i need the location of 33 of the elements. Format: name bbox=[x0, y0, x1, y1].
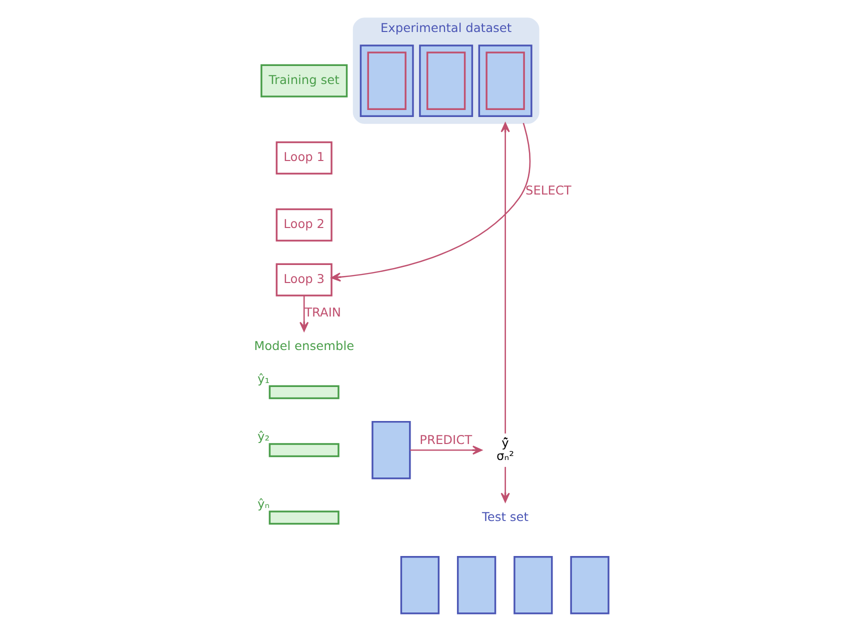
arrow bbox=[500, 466, 510, 503]
node-box bbox=[400, 556, 440, 614]
node-box bbox=[426, 52, 466, 110]
node-bar bbox=[268, 443, 339, 458]
node-box: Training set bbox=[260, 64, 348, 98]
node-text: Test set bbox=[482, 510, 528, 524]
cluster bbox=[478, 44, 532, 117]
edge-label: TRAIN bbox=[304, 306, 341, 320]
arrow bbox=[299, 296, 308, 332]
node-text: ŷ̄ σₙ² bbox=[496, 436, 514, 463]
node-bar bbox=[268, 510, 339, 525]
node-box bbox=[570, 556, 609, 614]
node-box bbox=[485, 52, 524, 110]
node-text: Model ensemble bbox=[254, 339, 354, 354]
arrow bbox=[410, 446, 482, 455]
edge-label: PREDICT bbox=[419, 433, 472, 448]
node-box: Loop 1 bbox=[275, 141, 332, 174]
cluster bbox=[359, 44, 414, 117]
node-bar bbox=[268, 385, 339, 400]
cluster bbox=[418, 44, 473, 117]
arrow bbox=[500, 122, 510, 434]
node-label: ŷ₂ bbox=[257, 430, 270, 444]
node-box bbox=[456, 556, 496, 614]
node-box: Loop 2 bbox=[275, 208, 332, 242]
edge-label: SELECT bbox=[524, 184, 571, 198]
node-label: ŷₙ bbox=[257, 497, 270, 512]
node-box: Loop 3 bbox=[275, 263, 332, 296]
node-box bbox=[371, 420, 410, 480]
arrow bbox=[330, 122, 530, 282]
node-box bbox=[366, 52, 406, 110]
node-box bbox=[513, 556, 552, 614]
cluster: Experimental dataset bbox=[352, 18, 539, 124]
node-label: ŷ₁ bbox=[257, 372, 270, 386]
